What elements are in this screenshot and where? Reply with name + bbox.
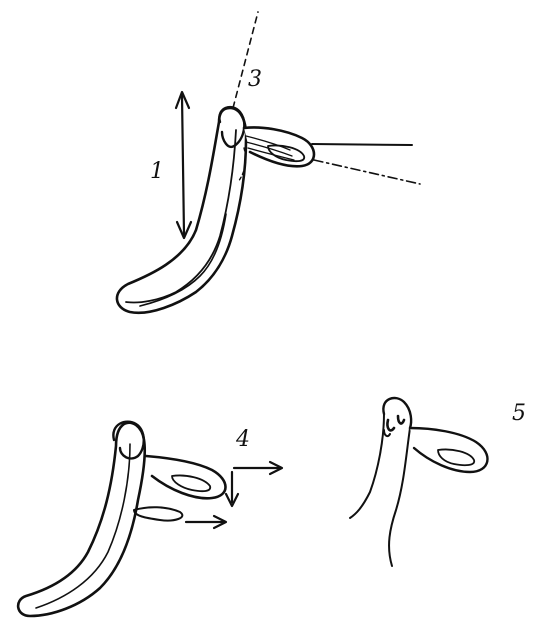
knot-mark-2 — [398, 416, 404, 423]
stem-left — [350, 414, 384, 518]
solid-guide-line — [312, 144, 412, 145]
dashed-guide-line-upper — [233, 12, 258, 108]
side-loop-eye-2 — [146, 456, 226, 498]
knot-mark-1 — [387, 420, 394, 430]
step-label-5: 5 — [512, 401, 526, 426]
loose-small-loop — [134, 507, 182, 520]
stem-right — [389, 428, 410, 566]
step-label-1: 1 — [150, 159, 164, 184]
dashdot-guide-line — [314, 160, 420, 184]
bottom-right-figure: 5 — [350, 398, 526, 566]
step-label-3: 3 — [248, 67, 262, 92]
double-arrow-shaft — [182, 96, 184, 234]
step-label-4: 4 — [235, 427, 250, 452]
top-figure: 1 3 — [117, 12, 420, 313]
hook-body-outer-2 — [18, 423, 145, 616]
bottom-left-figure: 4 — [18, 422, 282, 616]
